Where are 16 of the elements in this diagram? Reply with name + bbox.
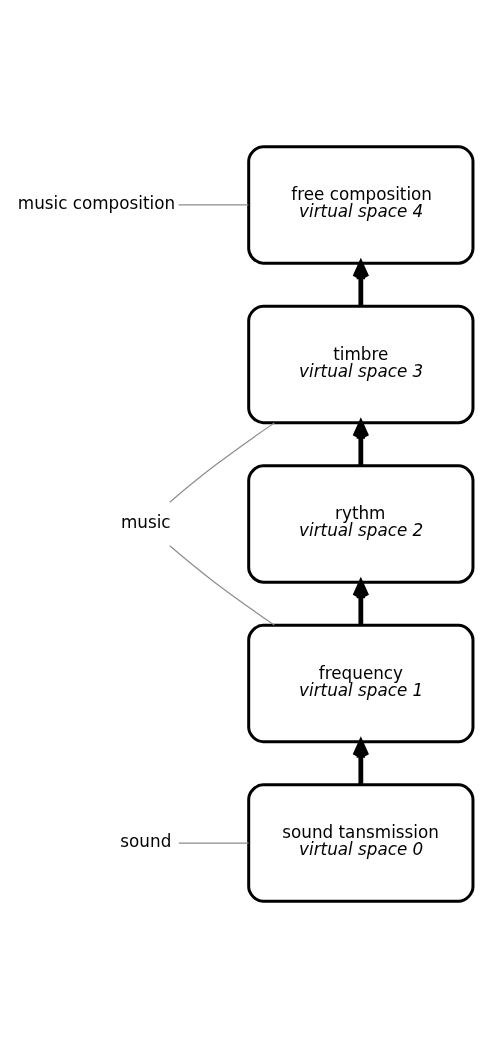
connector [169,544,275,626]
node-text: sound [120,830,172,851]
connector [169,421,275,503]
node-text: music [120,511,171,532]
node-box: timbre virtual space 3 [247,304,475,424]
connector [178,203,249,206]
node-text: music composition [17,192,176,213]
arrow [352,739,370,785]
arrow [352,260,370,306]
node-box: rythm virtual space 2 [247,463,475,584]
connector [178,841,250,844]
node-box: frequency virtual space 1 [247,623,475,743]
arrow [352,579,370,625]
arrow [352,420,370,466]
node-box: free composition virtual space 4 [247,144,475,265]
node-box: sound tansmission virtual space 0 [247,782,475,903]
